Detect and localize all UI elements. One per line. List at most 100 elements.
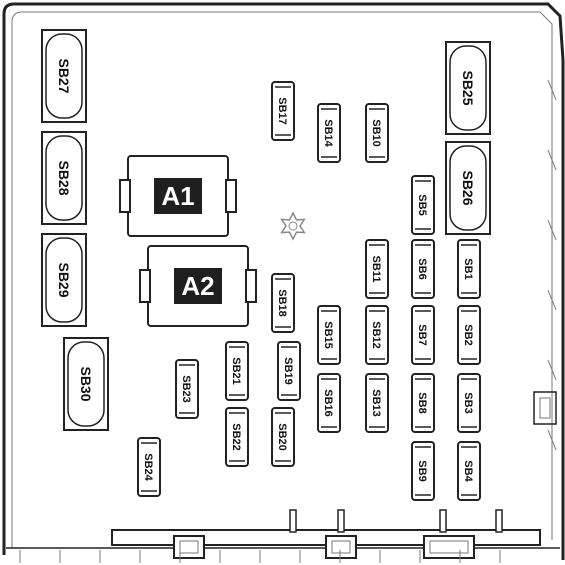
relay-a1[interactable]: A1: [119, 155, 237, 237]
connector-pin: [289, 509, 297, 533]
fuse-sb18[interactable]: SB18: [271, 273, 295, 333]
fuse-label: SB22: [230, 423, 242, 451]
relay-right-tab: [225, 179, 237, 213]
fuse-label: SB4: [462, 460, 474, 482]
fuse-label: SB24: [142, 453, 154, 481]
fuse-sb8[interactable]: SB8: [411, 373, 435, 433]
fuse-body: [365, 103, 389, 163]
fuse-insert: [449, 145, 487, 231]
fuse-sb28[interactable]: SB28: [41, 131, 87, 225]
fuse-label: SB12: [370, 321, 382, 349]
fuse-insert: [67, 341, 105, 427]
fuse-sb20[interactable]: SB20: [271, 407, 295, 467]
fuse-label: SB10: [370, 119, 382, 147]
fuse-label: SB27: [56, 58, 72, 93]
housing-rib: [547, 359, 557, 381]
fuse-label: SB18: [276, 289, 288, 317]
fuse-sb25[interactable]: SB25: [445, 41, 491, 135]
fuse-body: [225, 341, 249, 401]
housing-inner-edge: [11, 11, 553, 548]
fuse-label: SB28: [56, 160, 72, 195]
fuse-label: SB5: [416, 194, 428, 215]
fuse-sb30[interactable]: SB30: [63, 337, 109, 431]
fuse-label: SB19: [282, 357, 294, 385]
fuse-sb23[interactable]: SB23: [175, 359, 199, 419]
connector-pin: [439, 509, 447, 533]
fuse-sb15[interactable]: SB15: [317, 305, 341, 365]
fuse-insert: [45, 135, 83, 221]
relay-label: A1: [161, 181, 194, 211]
housing-rib: [547, 79, 557, 101]
fuse-body: [317, 103, 341, 163]
fuse-body: [411, 441, 435, 501]
fuse-label: SB26: [460, 170, 476, 205]
fuse-sb1[interactable]: SB1: [457, 239, 481, 299]
fuse-body: [365, 373, 389, 433]
fuse-sb17[interactable]: SB17: [271, 81, 295, 141]
fuse-sb29[interactable]: SB29: [41, 233, 87, 327]
fuse-sb12[interactable]: SB12: [365, 305, 389, 365]
fuse-label: SB15: [322, 321, 334, 349]
relay-a2[interactable]: A2: [139, 245, 257, 327]
mounting-screw-icon: [280, 211, 306, 241]
fuse-sb27[interactable]: SB27: [41, 29, 87, 123]
fuse-body: [457, 441, 481, 501]
fuse-label: SB30: [78, 366, 94, 401]
fuse-sb9[interactable]: SB9: [411, 441, 435, 501]
fuse-body: [271, 273, 295, 333]
fuse-label: SB20: [276, 423, 288, 451]
fuse-sb3[interactable]: SB3: [457, 373, 481, 433]
fuse-sb21[interactable]: SB21: [225, 341, 249, 401]
fuse-sb7[interactable]: SB7: [411, 305, 435, 365]
fuse-sb11[interactable]: SB11: [365, 239, 389, 299]
fuse-sb13[interactable]: SB13: [365, 373, 389, 433]
fuse-body: [365, 305, 389, 365]
fuse-sb10[interactable]: SB10: [365, 103, 389, 163]
side-latch: [533, 391, 557, 425]
fuse-body: [411, 175, 435, 235]
fuse-label: SB1: [462, 258, 474, 279]
connector-pin: [337, 509, 345, 533]
fuse-sb16[interactable]: SB16: [317, 373, 341, 433]
fuse-body: [271, 407, 295, 467]
fuse-body: [411, 239, 435, 299]
fuse-label: SB14: [322, 119, 334, 147]
fuse-label: SB7: [416, 324, 428, 345]
fuse-label: SB25: [460, 70, 476, 105]
relay-label-plate: [154, 178, 202, 214]
fuse-sb22[interactable]: SB22: [225, 407, 249, 467]
fuse-sb2[interactable]: SB2: [457, 305, 481, 365]
fuse-insert: [45, 33, 83, 119]
fuse-body: [365, 239, 389, 299]
fuse-sb6[interactable]: SB6: [411, 239, 435, 299]
connector-block-inner: [429, 540, 469, 554]
fuse-sb19[interactable]: SB19: [277, 341, 301, 401]
fuse-label: SB17: [276, 97, 288, 125]
fuse-body: [411, 373, 435, 433]
fuse-label: SB13: [370, 389, 382, 417]
fuse-sb24[interactable]: SB24: [137, 437, 161, 497]
fuse-label: SB16: [322, 389, 334, 417]
fuse-body: [317, 305, 341, 365]
fuse-sb26[interactable]: SB26: [445, 141, 491, 235]
screw-head: [280, 211, 306, 241]
connector-rail: [111, 529, 541, 546]
relay-left-tab: [139, 269, 151, 303]
fuse-sb4[interactable]: SB4: [457, 441, 481, 501]
fuse-sb14[interactable]: SB14: [317, 103, 341, 163]
fuse-label: SB3: [462, 392, 474, 413]
fuse-label: SB9: [416, 460, 428, 481]
fuse-body: [277, 341, 301, 401]
fuse-body: [457, 305, 481, 365]
screw-center: [288, 221, 298, 231]
housing-rib: [547, 219, 557, 241]
fuse-body: [137, 437, 161, 497]
fuse-label: SB8: [416, 392, 428, 413]
fuse-sb5[interactable]: SB5: [411, 175, 435, 235]
